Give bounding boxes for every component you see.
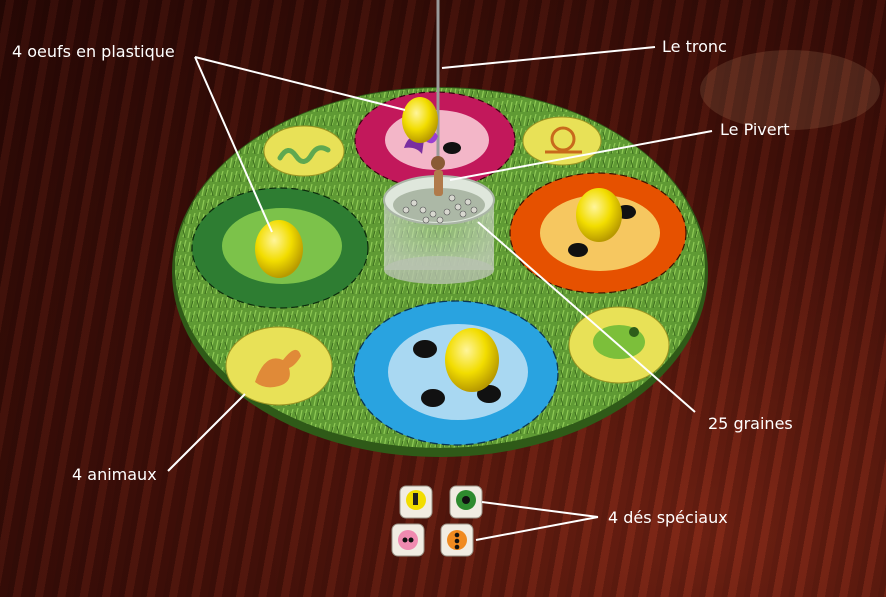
eggs-line-2 [194, 56, 273, 233]
orange-die [440, 523, 474, 557]
woodpecker-line [449, 130, 713, 181]
egg-blue-nest [445, 328, 499, 392]
seed-cup [383, 175, 495, 284]
eggs-line-1 [194, 56, 406, 111]
label-seeds: 25 graines [708, 414, 793, 433]
label-dice: 4 dés spéciaux [608, 508, 728, 527]
snake-icon [277, 145, 331, 164]
dice-line-1 [481, 501, 599, 518]
snail-card [522, 116, 602, 166]
label-trunk: Le tronc [662, 37, 727, 56]
green-die [449, 485, 483, 519]
snake-card [263, 125, 345, 177]
egg-orange-nest [576, 188, 622, 242]
squirrel-icon [255, 349, 301, 388]
label-animals: 4 animaux [72, 465, 157, 484]
snail-icon [550, 126, 576, 152]
seeds [402, 194, 478, 224]
table-glare [700, 50, 880, 130]
pink-die [391, 523, 425, 557]
trunk-line [441, 46, 656, 69]
animals-line [167, 393, 246, 472]
yellow-die [399, 485, 433, 519]
egg-red-nest [402, 97, 438, 143]
dice-line-2 [475, 516, 599, 541]
label-eggs: 4 oeufs en plastique [12, 42, 175, 61]
label-woodpecker: Le Pivert [720, 120, 790, 139]
seeds-line [477, 221, 696, 413]
egg-green-nest [255, 220, 303, 278]
annotation-lines [167, 46, 713, 541]
squirrel-card [225, 326, 333, 406]
